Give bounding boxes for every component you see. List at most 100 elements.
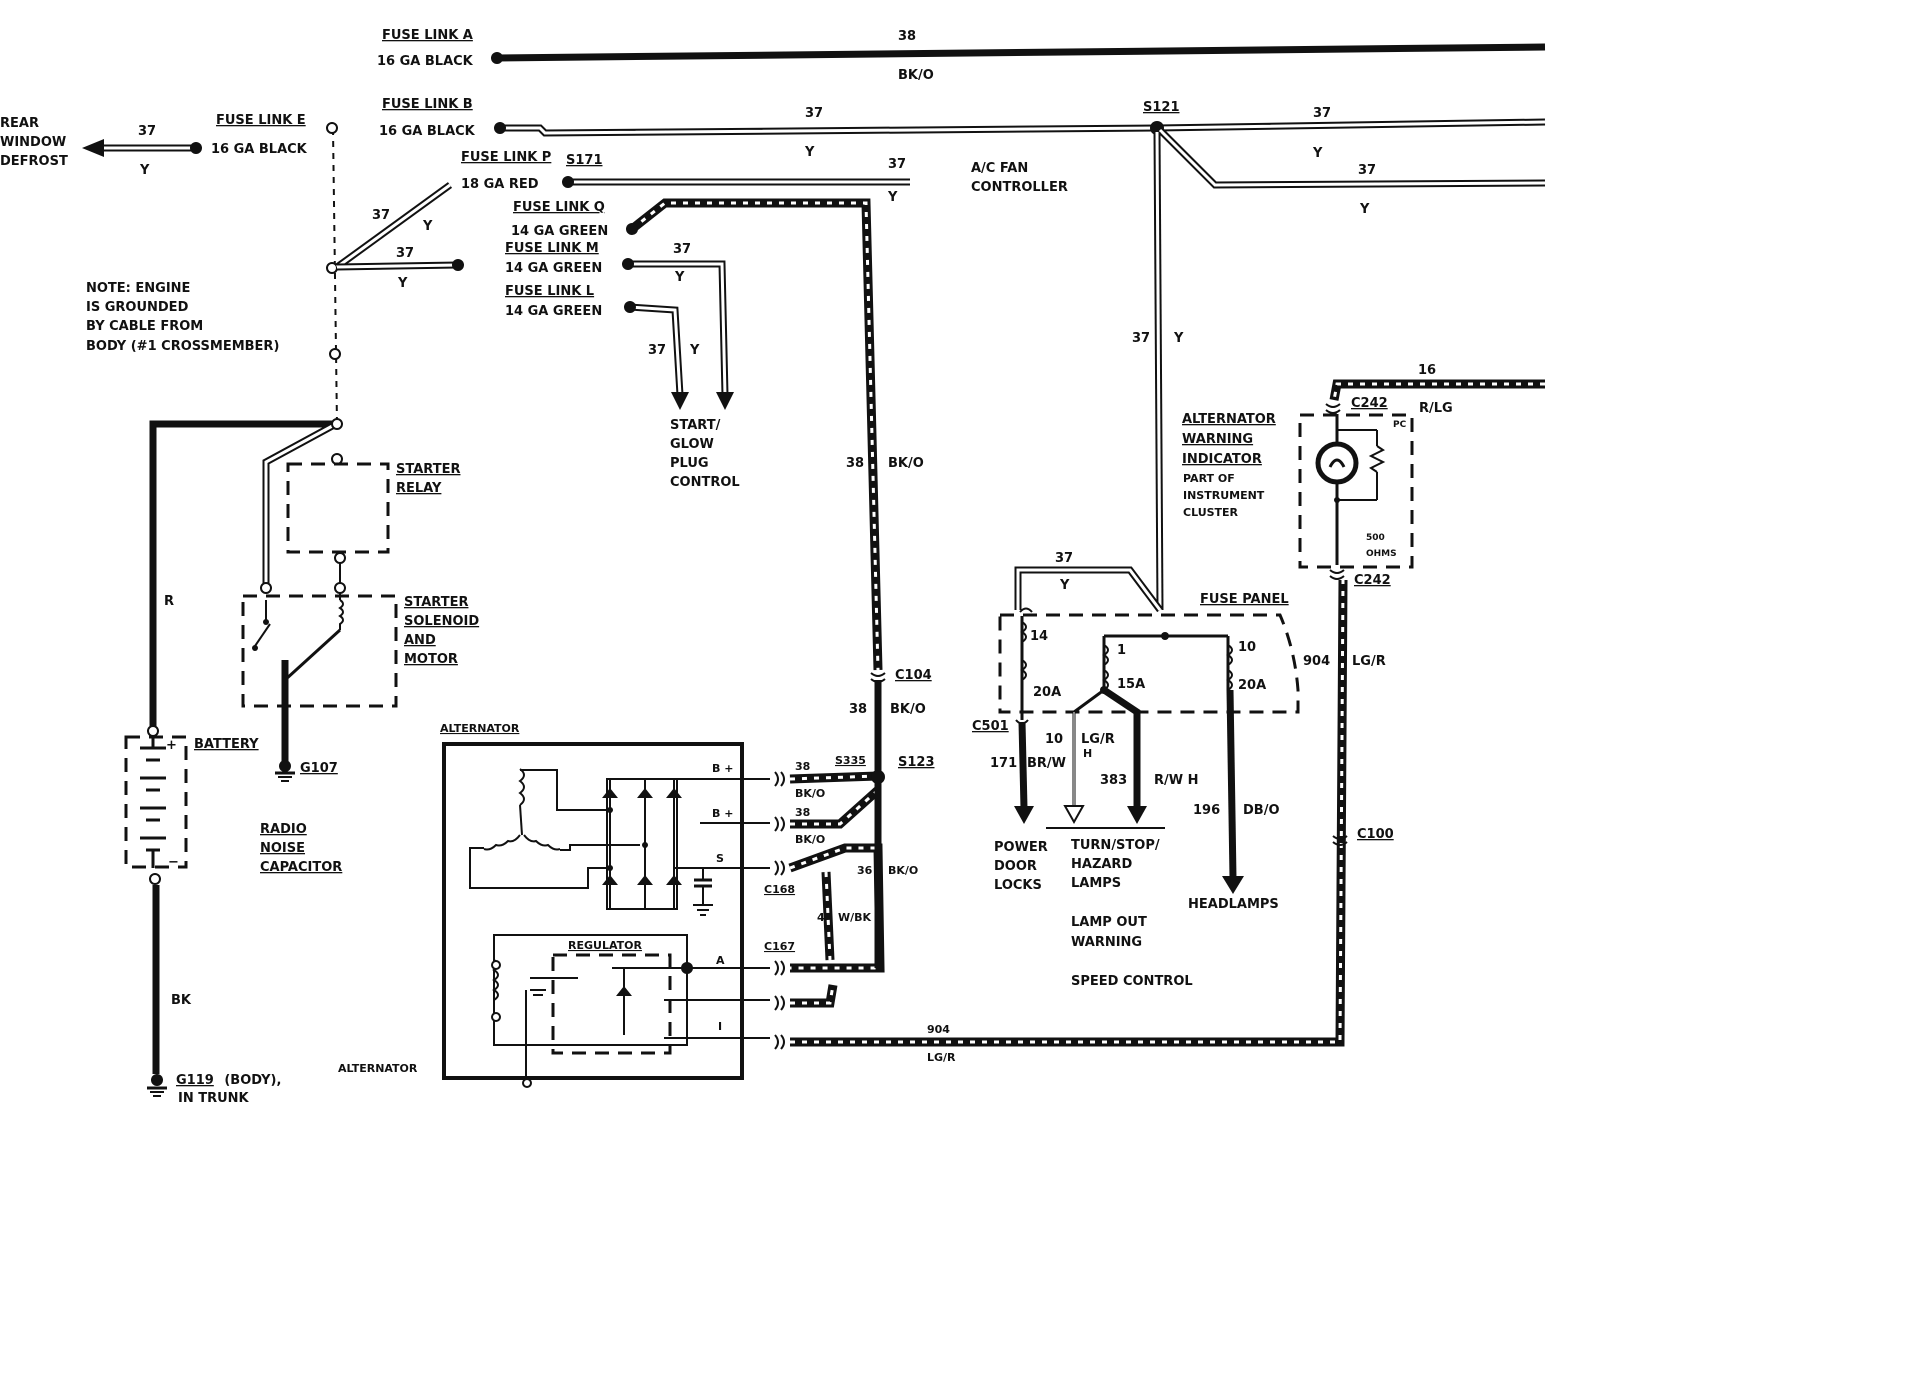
wire-904-right-number: 904: [1303, 654, 1330, 669]
terminal-i: I: [718, 1020, 722, 1033]
splice-s123: S123: [898, 755, 935, 770]
fuse-14-number: 14: [1030, 629, 1048, 644]
fuse-link-m-wire: [622, 258, 734, 410]
fuse-link-a-wire: [491, 43, 1546, 64]
terminal-a: A: [716, 954, 725, 967]
starter-solenoid-internals: [252, 599, 344, 765]
fuse-link-a-gauge: 16 GA BLACK: [377, 54, 474, 69]
fuse-1-amp: 15A: [1117, 677, 1145, 692]
wire-36-number: 36: [857, 864, 873, 877]
battery-cells-icon: [140, 736, 166, 868]
wire-16-color: R/LG: [1419, 401, 1453, 416]
fuse-link-l-label: FUSE LINK L: [505, 284, 594, 299]
wire-4-color: W/BK: [838, 911, 872, 924]
c100-icon: [1332, 835, 1348, 846]
alternator-capacitor-icon: [693, 868, 713, 916]
connector-c501: C501: [972, 719, 1009, 734]
wire-37-m-number: 37: [673, 242, 691, 257]
regulator-circuit: [491, 934, 770, 1088]
lamp-out-line1: LAMP OUT: [1071, 915, 1147, 930]
alternator-bottom-label: ALTERNATOR: [338, 1062, 418, 1075]
wire-383-number: 383: [1100, 773, 1127, 788]
alternator-box: [442, 742, 744, 1080]
connector-c168: C168: [764, 883, 795, 896]
wire-10-h: H: [1083, 747, 1092, 760]
start-glow-plug-line1: START/: [670, 418, 721, 433]
ac-fan-controller-line2: CONTROLLER: [971, 180, 1068, 195]
ac-fan-controller-line1: A/C FAN: [971, 161, 1028, 176]
wire-37-defrost-color: Y: [139, 163, 150, 178]
start-glow-plug-line3: PLUG: [670, 456, 709, 471]
regulator-box: [551, 953, 672, 1055]
fuse-panel-box: [998, 613, 1300, 714]
fuse-link-junction-terminal: [326, 262, 338, 274]
connector-c167: C167: [764, 940, 795, 953]
power-door-locks-line2: DOOR: [994, 859, 1037, 874]
wire-196-color: DB/O: [1243, 803, 1280, 818]
alternator-connector-icons: [774, 672, 886, 1050]
wire-383-color: R/W H: [1154, 773, 1199, 788]
fuse-panel-output-wires: [1014, 687, 1244, 894]
wire-37-e2-number: 37: [396, 246, 414, 261]
fuse-link-e-label: FUSE LINK E: [216, 113, 306, 128]
splice-s335: S335: [835, 754, 866, 767]
turn-stop-line3: LAMPS: [1071, 876, 1121, 891]
fuse-link-p-gauge: 18 GA RED: [461, 177, 539, 192]
starter-relay-line1: STARTER: [396, 462, 460, 477]
starter-solenoid-line2: SOLENOID: [404, 614, 479, 629]
terminal-b-plus-2: B +: [712, 807, 733, 820]
turn-stop-line1: TURN/STOP/: [1071, 838, 1160, 853]
s121-vertical-wire: [1153, 131, 1164, 611]
fuse-link-q-wire: [626, 198, 883, 671]
splice-s121-label: S121: [1143, 100, 1180, 115]
fuse-10-amp: 20A: [1238, 678, 1266, 693]
wire-171-color: BR/W: [1027, 756, 1066, 771]
wire-171-number: 171: [990, 756, 1017, 771]
turn-stop-line2: HAZARD: [1071, 857, 1132, 872]
part-of-line3: CLUSTER: [1183, 506, 1239, 519]
c242-top-icon: [1325, 403, 1341, 414]
c242-bottom-icon: [1329, 569, 1345, 580]
wire-37-panel-color: Y: [1059, 578, 1070, 593]
wire-16-number: 16: [1418, 363, 1436, 378]
headlamps-label: HEADLAMPS: [1188, 897, 1279, 912]
note-line4: BODY (#1 CROSSMEMBER): [86, 339, 279, 354]
part-of-line2: INSTRUMENT: [1183, 489, 1265, 502]
power-door-locks-line1: POWER: [994, 840, 1048, 855]
wire-37-right-number: 37: [1313, 106, 1331, 121]
starter-relay-box: [286, 462, 390, 554]
starter-relay-line2: RELAY: [396, 481, 442, 496]
alternator-diode-icons: [602, 779, 770, 909]
wire-37-right2-color: Y: [1359, 202, 1370, 217]
g119-body: (BODY),: [224, 1073, 281, 1088]
fuse-link-a-circuit: 38: [898, 29, 916, 44]
part-of-line1: PART OF: [1183, 472, 1235, 485]
fuse-14-amp: 20A: [1033, 685, 1061, 700]
wire-37-p-color: Y: [887, 190, 898, 205]
alternator-output-wires: [788, 579, 1348, 1047]
wire-38-b2-color: BK/O: [795, 833, 825, 846]
note-line2: IS GROUNDED: [86, 300, 189, 315]
ohms-unit: OHMS: [1366, 549, 1397, 559]
fuse-link-a-label: FUSE LINK A: [382, 28, 473, 43]
battery-box: [124, 735, 188, 869]
terminal-s: S: [716, 852, 724, 865]
fuse-link-b-wire: [494, 118, 1546, 137]
wire-37-right-color: Y: [1312, 146, 1323, 161]
alternator-stator-icon: [469, 768, 770, 910]
battery-label: BATTERY: [194, 737, 259, 752]
s121-branch-wire: [1157, 127, 1546, 189]
battery-negative-sign: −: [168, 855, 179, 870]
starter-solenoid-box: [241, 594, 398, 708]
wire-37-p-number: 37: [888, 157, 906, 172]
wire-37-vert-color: Y: [1173, 331, 1184, 346]
wire-10-number: 10: [1045, 732, 1063, 747]
rear-window-defrost-line2: WINDOW: [0, 135, 66, 150]
wire-37-e1-color: Y: [422, 219, 433, 234]
battery-pos-terminal: [147, 725, 159, 737]
starter-solenoid-line4: MOTOR: [404, 652, 458, 667]
start-glow-plug-line2: GLOW: [670, 437, 714, 452]
fuse-link-p-wire: [334, 176, 910, 271]
wire-bk-label: BK: [171, 993, 192, 1008]
fuse-link-e-gauge: 16 GA BLACK: [211, 142, 308, 157]
